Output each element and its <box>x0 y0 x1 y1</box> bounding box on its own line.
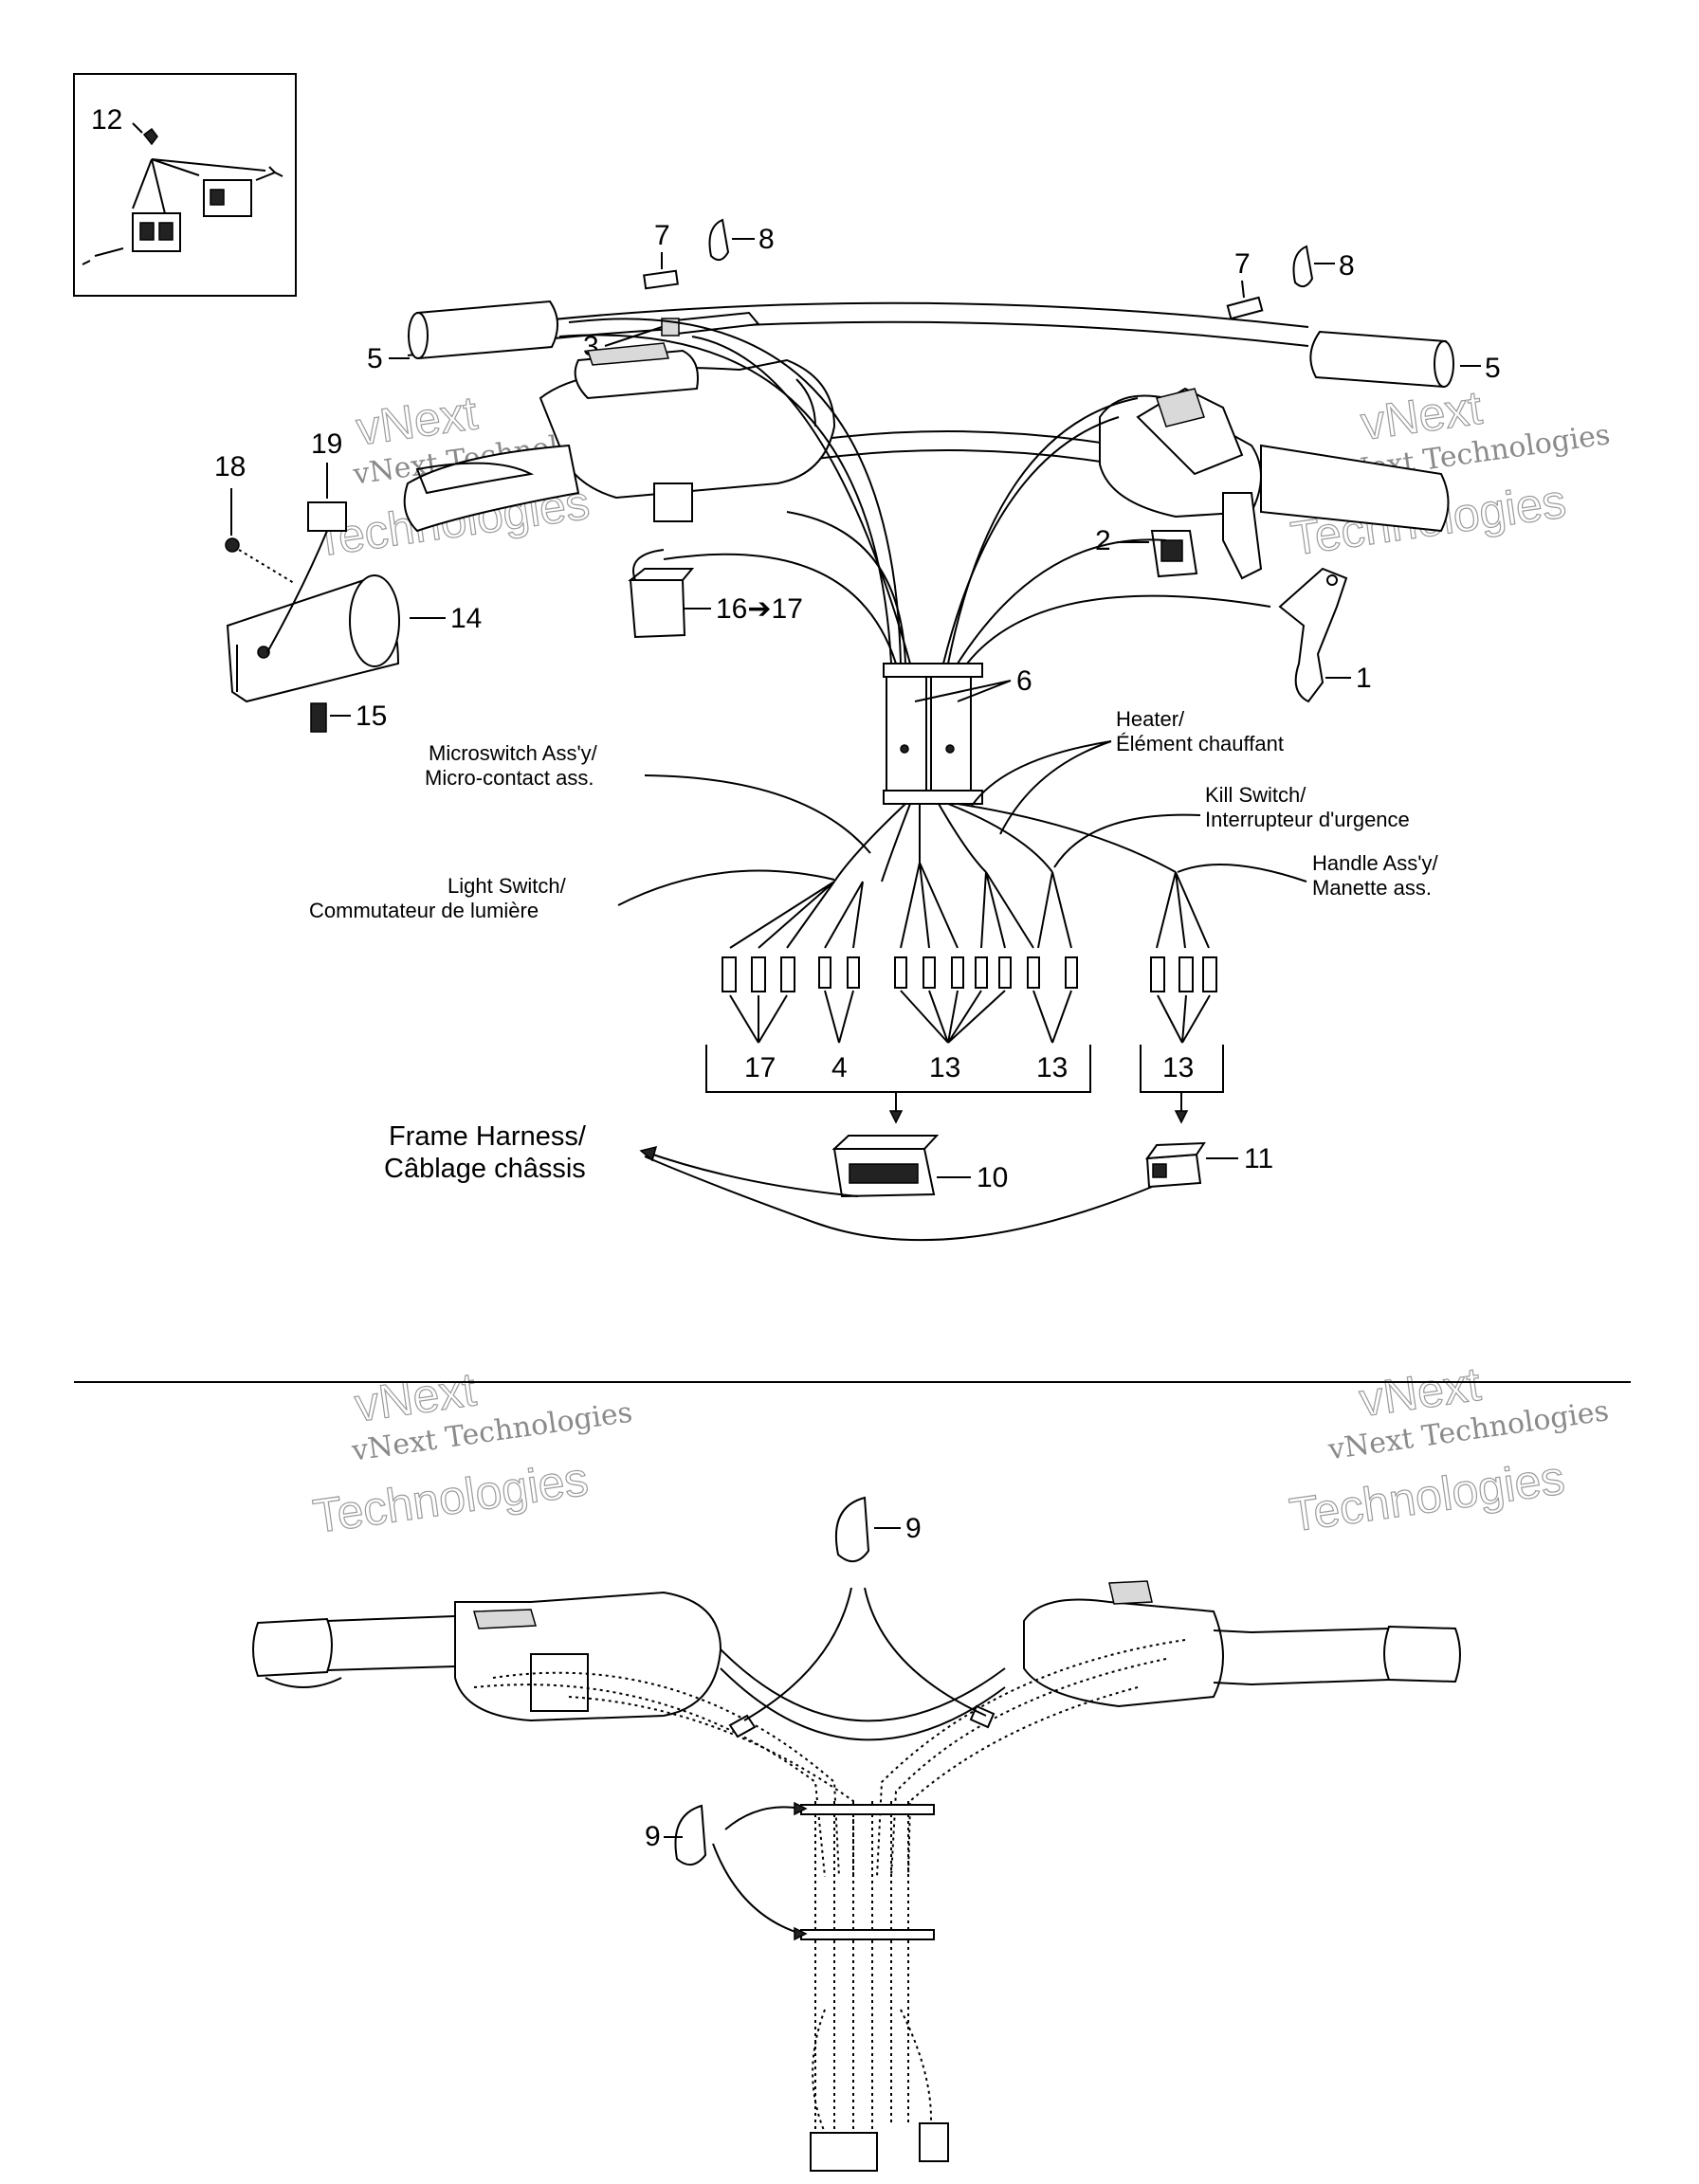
watermark-mid-left: vNext vNext Technologies Technologies <box>309 1362 634 1544</box>
part-19-label <box>266 501 347 653</box>
callout-9-side: 9 <box>645 1821 661 1852</box>
right-control-housing <box>1099 387 1450 580</box>
callout-9-top: 9 <box>905 1513 922 1544</box>
lower-clamps <box>728 1704 996 2172</box>
svg-text:Technologies: Technologies <box>310 1452 592 1543</box>
callout-15: 15 <box>356 701 387 732</box>
svg-text:12: 12 <box>91 104 122 136</box>
part-18-screw <box>225 537 295 584</box>
part-7-left <box>643 269 679 290</box>
callout-14: 14 <box>450 603 482 634</box>
callout-2: 2 <box>1095 525 1111 556</box>
part-9-tie-side <box>674 1801 808 1941</box>
callout-13-b: 13 <box>1036 1052 1068 1083</box>
watermark-mid-right: vNext vNext Technologies Technologies <box>1286 1356 1611 1542</box>
part-3-probe <box>661 311 760 337</box>
label-handle-assy-fr: Manette ass. <box>1312 876 1432 900</box>
callout-19: 19 <box>311 428 342 460</box>
pin-group-leaders <box>729 990 1211 1044</box>
terminal-pins <box>722 956 1217 992</box>
handlebar-lower <box>252 1580 1461 1741</box>
group-brackets <box>705 1045 1224 1124</box>
callout-8-left: 8 <box>758 224 775 255</box>
callout-1: 1 <box>1356 663 1372 694</box>
label-light-switch-fr: Commutateur de lumière <box>309 899 539 922</box>
callout-7-left: 7 <box>654 220 670 251</box>
label-light-switch-en: Light Switch/ <box>448 874 567 898</box>
label-frame-harness-en: Frame Harness/ <box>389 1121 587 1152</box>
callout-10: 10 <box>977 1162 1008 1193</box>
callout-18: 18 <box>214 451 246 482</box>
label-heater-fr: Élément chauffant <box>1116 732 1284 755</box>
inset-connector-detail: 12 <box>73 73 297 297</box>
part-2-switch <box>1150 530 1198 578</box>
part-10-frame-connector <box>831 1135 940 1198</box>
part-6-sleeves <box>883 663 983 805</box>
part-11-handle-connector <box>1144 1141 1206 1189</box>
callout-5-left: 5 <box>367 343 383 374</box>
dotted-harness-routing <box>473 1639 1186 2153</box>
left-grip <box>408 300 558 360</box>
part-8-left <box>708 218 730 262</box>
part-9-tie-top <box>743 1496 987 1721</box>
label-microswitch-fr: Micro-contact ass. <box>425 766 594 790</box>
callout-13-a: 13 <box>929 1052 960 1083</box>
callout-7-right: 7 <box>1234 248 1251 280</box>
frame-harness-leaders <box>639 1145 1153 1242</box>
label-kill-switch-en: Kill Switch/ <box>1205 783 1306 807</box>
callout-16: 16➔17 <box>716 593 803 625</box>
wire-bundle-upper <box>558 318 1271 664</box>
part-8-right <box>1292 245 1314 288</box>
leader-handle-assy <box>1177 864 1307 883</box>
part-1-lever <box>1278 567 1348 703</box>
callout-11: 11 <box>1244 1143 1273 1174</box>
part-14-cover <box>226 574 400 703</box>
label-kill-switch-fr: Interrupteur d'urgence <box>1205 808 1410 831</box>
label-microswitch-en: Microswitch Ass'y/ <box>429 741 598 765</box>
label-heater-en: Heater/ <box>1116 707 1185 731</box>
callout-17: 17 <box>744 1052 776 1083</box>
callout-8-right: 8 <box>1339 250 1355 282</box>
right-grip <box>1309 330 1454 389</box>
callout-4: 4 <box>831 1052 848 1083</box>
part-7-right <box>1226 296 1264 320</box>
callout-5-right: 5 <box>1485 353 1501 384</box>
leader-light-switch <box>617 869 835 906</box>
leader-kill-switch <box>1053 813 1201 868</box>
wire-branches <box>729 803 1210 949</box>
leader-heater <box>971 740 1112 835</box>
label-frame-harness-fr: Câblage châssis <box>384 1154 586 1184</box>
part-15-spring <box>310 702 327 733</box>
leader-microswitch <box>644 774 871 854</box>
left-control-housing <box>403 342 836 533</box>
callout-6: 6 <box>1016 665 1032 697</box>
label-handle-assy-en: Handle Ass'y/ <box>1312 851 1438 875</box>
callout-13-c: 13 <box>1162 1052 1194 1083</box>
svg-text:Technologies: Technologies <box>1287 1450 1568 1541</box>
part-16-connector <box>628 549 695 639</box>
